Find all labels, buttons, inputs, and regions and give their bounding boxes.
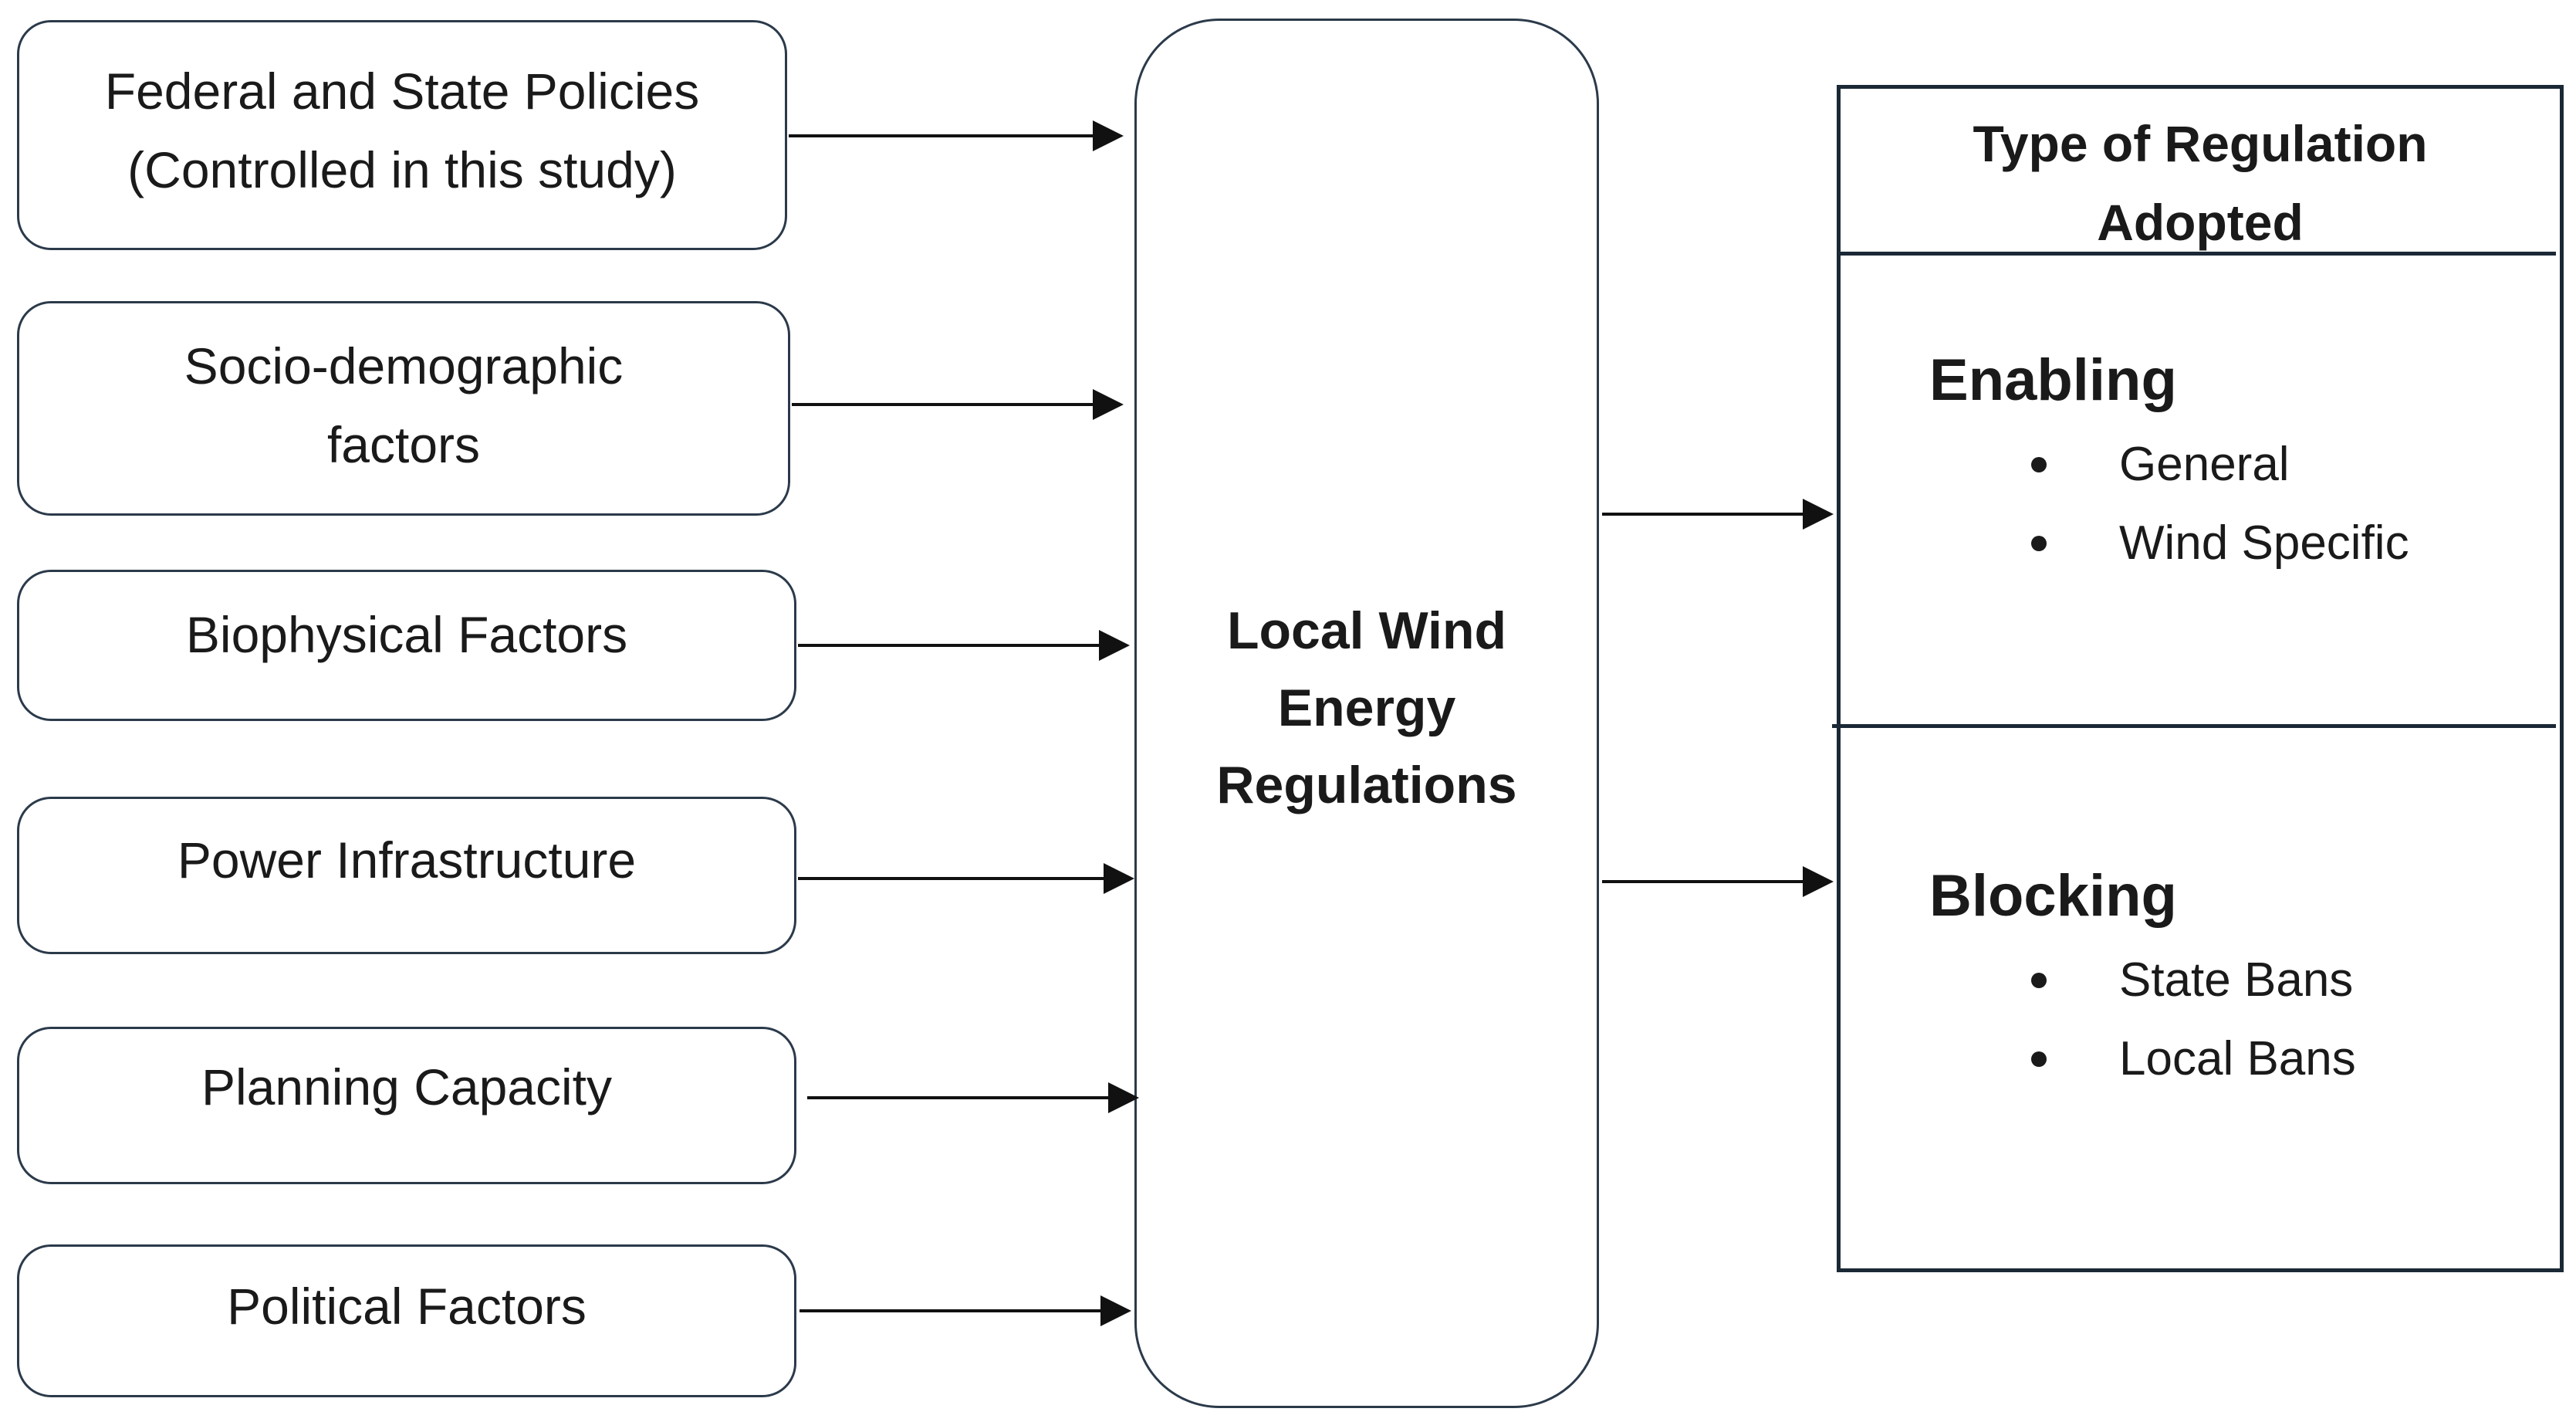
arrow-socio-to-center [792,389,1124,420]
input-label: Federal and State Policies [104,63,700,120]
blocking-item-state-bans: State Bans [2119,953,2354,1007]
bullet-icon [2031,457,2047,472]
header-divider [1838,252,2556,256]
arrow-planning-to-center [807,1082,1139,1113]
input-box-planning-capacity: Planning Capacity [17,1027,796,1184]
input-box-socio-demographic: Socio-demographic factors [17,301,790,516]
bullet-icon [2031,536,2047,551]
type-of-regulation-header: Type of Regulation Adopted [1841,104,2560,262]
section-divider [1832,724,2556,728]
input-label: Political Factors [227,1278,587,1335]
center-label: Local Wind Energy Regulations [1137,592,1597,824]
center-label-line2: Energy [1277,679,1456,737]
input-label: Power Infrastructure [177,831,637,889]
input-label: Socio-demographic [184,337,624,394]
arrow-political-to-center [800,1295,1131,1326]
header-line1: Type of Regulation [1973,115,2428,172]
blocking-item-local-bans: Local Bans [2119,1032,2356,1085]
enabling-item-wind-specific: Wind Specific [2119,516,2409,570]
local-wind-energy-regulations-box: Local Wind Energy Regulations [1134,19,1599,1408]
input-box-political-factors: Political Factors [17,1244,796,1397]
center-label-line1: Local Wind [1226,601,1507,660]
type-of-regulation-box: Type of Regulation Adopted [1837,85,2564,1272]
input-sublabel: (Controlled in this study) [127,141,677,198]
arrow-federal-to-center [789,120,1124,151]
header-line2: Adopted [2097,194,2304,251]
arrow-center-to-blocking [1602,866,1834,897]
input-label: Biophysical Factors [185,606,628,663]
arrow-biophysical-to-center [798,630,1130,661]
input-box-biophysical: Biophysical Factors [17,570,796,721]
input-box-power-infrastructure: Power Infrastructure [17,797,796,954]
enabling-title: Enabling [1929,347,2177,413]
blocking-title: Blocking [1929,863,2177,929]
bullet-icon [2031,973,2047,988]
input-label: Planning Capacity [201,1058,612,1116]
center-label-line3: Regulations [1216,756,1517,814]
enabling-item-general: General [2119,438,2290,491]
input-box-federal-state-policies: Federal and State Policies (Controlled i… [17,20,787,250]
arrow-power-to-center [798,863,1134,894]
arrow-center-to-enabling [1602,499,1834,530]
input-sublabel: factors [326,416,481,473]
bullet-icon [2031,1051,2047,1067]
